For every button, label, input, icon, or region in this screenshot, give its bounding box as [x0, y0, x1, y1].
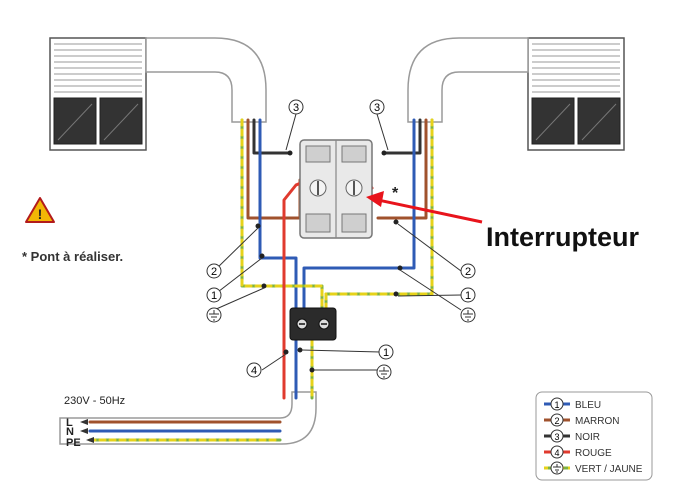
callout-1-bottom-text: 1	[383, 347, 389, 359]
legend-item-vert-jaune: VERT / JAUNE	[544, 461, 643, 475]
callout-1-left-text: 1	[211, 290, 217, 302]
callout-1-right-text: 1	[465, 290, 471, 302]
callout-3-right: 3	[369, 99, 385, 115]
leader-lines	[213, 113, 462, 371]
terminal-l-label: L	[66, 417, 73, 429]
switch-body	[299, 139, 373, 239]
legend-item-rouge: 4 ROUGE	[544, 445, 612, 459]
earth-icon	[460, 307, 476, 323]
callout-4: 4	[246, 362, 262, 378]
callout-2-right: 2	[460, 263, 476, 279]
terminal-n-label: N	[66, 426, 74, 438]
bridge-asterisk: *	[392, 185, 399, 202]
svg-text:2: 2	[554, 416, 559, 426]
earth-icon	[376, 364, 392, 380]
legend-label-vert-jaune: VERT / JAUNE	[575, 464, 643, 475]
connection-dots	[255, 150, 403, 373]
callout-1-right: 1	[460, 287, 476, 303]
switch-title: Interrupteur	[486, 222, 640, 252]
svg-text:!: !	[38, 206, 43, 222]
legend-item-noir: 3 NOIR	[544, 429, 600, 443]
earth-icon	[550, 461, 564, 475]
supply-voltage: 230V - 50Hz	[64, 395, 125, 407]
legend-item-marron: 2 MARRON	[544, 413, 619, 427]
legend-label-rouge: ROUGE	[575, 448, 612, 459]
left-shutter	[49, 37, 147, 151]
callout-4-text: 4	[251, 365, 257, 377]
svg-text:4: 4	[554, 448, 559, 458]
svg-text:1: 1	[554, 400, 559, 410]
callout-3-right-text: 3	[374, 102, 380, 114]
callout-2-left-text: 2	[211, 266, 217, 278]
callout-2-right-text: 2	[465, 266, 471, 278]
svg-text:3: 3	[554, 432, 559, 442]
terminal-pe-label: PE	[66, 437, 81, 449]
pointer-arrow	[366, 191, 483, 224]
wires	[88, 118, 434, 442]
callout-1-bottom: 1	[378, 344, 394, 360]
callout-3-left: 3	[288, 99, 304, 115]
legend-item-bleu: 1 BLEU	[544, 397, 601, 411]
warning-icon: !	[25, 197, 55, 223]
legend-label-noir: NOIR	[575, 432, 600, 443]
callout-3-left-text: 3	[293, 102, 299, 114]
legend-box: 1 BLEU 2 MARRON 3 NOIR 4 ROUGE	[535, 391, 653, 481]
legend-label-bleu: BLEU	[575, 400, 601, 411]
right-shutter	[527, 37, 625, 151]
wire-number-callouts: 3 3 2 1 2 1 1 4	[206, 99, 476, 378]
earth-icons	[206, 307, 476, 380]
junction-block	[289, 307, 337, 341]
bridge-note: * Pont à réaliser.	[22, 249, 123, 264]
callout-2-left: 2	[206, 263, 222, 279]
callout-1-left: 1	[206, 287, 222, 303]
earth-icon	[206, 307, 222, 323]
legend-label-marron: MARRON	[575, 416, 619, 427]
supply-arrows	[80, 419, 94, 443]
